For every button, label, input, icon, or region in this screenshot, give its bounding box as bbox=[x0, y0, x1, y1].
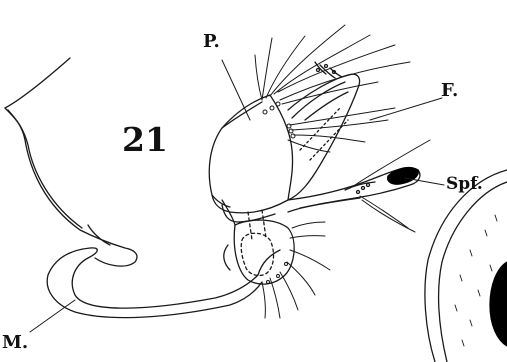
basal-setae bbox=[262, 222, 330, 318]
f-lobe-setae bbox=[287, 108, 395, 152]
partial-circle bbox=[425, 170, 507, 362]
figure-number: 21 bbox=[122, 120, 168, 159]
dark-spot bbox=[388, 168, 419, 185]
leader-lines bbox=[30, 60, 444, 332]
hook-structure bbox=[5, 58, 137, 266]
label-spf: Spf. bbox=[446, 174, 483, 194]
label-m: M. bbox=[2, 332, 28, 353]
spf-arm bbox=[288, 140, 430, 232]
label-p: P. bbox=[203, 31, 220, 52]
p-lobe bbox=[209, 95, 292, 240]
m-arm bbox=[47, 248, 280, 318]
dark-blob bbox=[490, 262, 507, 346]
label-f: F. bbox=[441, 80, 458, 101]
